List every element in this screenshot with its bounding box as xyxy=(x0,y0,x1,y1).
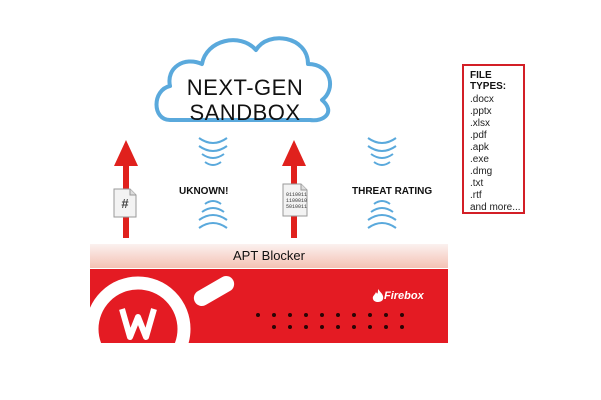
indicator-dot xyxy=(304,313,308,317)
file-type-item: and more... xyxy=(470,202,521,213)
indicator-dot xyxy=(256,313,260,317)
hash-symbol: # xyxy=(121,196,129,211)
apt-blocker-label: APT Blocker xyxy=(232,248,305,263)
flame-icon xyxy=(372,289,384,302)
indicator-dot xyxy=(288,313,292,317)
indicator-dot xyxy=(352,313,356,317)
signal-waves-upper-right xyxy=(364,134,400,176)
watchguard-logo-icon xyxy=(90,276,235,343)
indicator-dot xyxy=(368,325,372,329)
firebox-appliance: Firebox xyxy=(90,269,448,343)
indicator-dot xyxy=(368,313,372,317)
indicator-dot xyxy=(304,325,308,329)
apt-blocker-bar: APT Blocker xyxy=(90,244,448,268)
file-type-item: .txt xyxy=(470,178,484,189)
cloud-shape xyxy=(154,36,332,123)
file-type-item: .xlsx xyxy=(470,118,490,129)
indicator-dot xyxy=(336,325,340,329)
file-types-title: FILE TYPES: xyxy=(470,70,507,92)
file-type-item: .apk xyxy=(470,142,489,153)
hash-file-icon: # xyxy=(113,188,137,218)
binary-line: 0110011 xyxy=(286,192,308,198)
unknown-label: UKNOWN! xyxy=(179,186,229,197)
cloud-title-line2: SANDBOX xyxy=(189,100,301,125)
signal-waves-lower-right xyxy=(364,198,400,240)
binary-line: 5010011 xyxy=(286,204,308,210)
file-type-item: .pptx xyxy=(470,106,492,117)
indicator-dot xyxy=(336,313,340,317)
sandbox-cloud: NEXT-GEN SANDBOX xyxy=(150,20,340,130)
indicator-dot xyxy=(384,325,388,329)
indicator-dot xyxy=(352,325,356,329)
signal-waves-lower-left xyxy=(195,198,231,240)
indicator-dot xyxy=(400,325,404,329)
indicator-dot xyxy=(272,325,276,329)
indicator-dot xyxy=(384,313,388,317)
threat-rating-label: THREAT RATING xyxy=(352,186,433,197)
signal-waves-upper-left xyxy=(195,134,231,176)
file-type-item: .rtf xyxy=(470,190,482,201)
indicator-dot xyxy=(320,325,324,329)
binary-file-icon: 0110011 1100010 5010011 xyxy=(282,183,308,217)
file-type-item: .dmg xyxy=(470,166,493,177)
file-type-item: .docx xyxy=(470,94,494,105)
firebox-brand-label: Firebox xyxy=(384,290,424,302)
cloud-title-line1: NEXT-GEN xyxy=(186,75,304,100)
indicator-dot xyxy=(320,313,324,317)
binary-line: 1100010 xyxy=(286,198,308,204)
indicator-dot xyxy=(400,313,404,317)
indicator-dot xyxy=(272,313,276,317)
file-type-item: .exe xyxy=(470,154,489,165)
indicator-dot xyxy=(288,325,292,329)
file-types-box: FILE TYPES: .docx .pptx .xlsx .pdf .apk … xyxy=(462,64,525,214)
file-type-item: .pdf xyxy=(470,130,487,141)
